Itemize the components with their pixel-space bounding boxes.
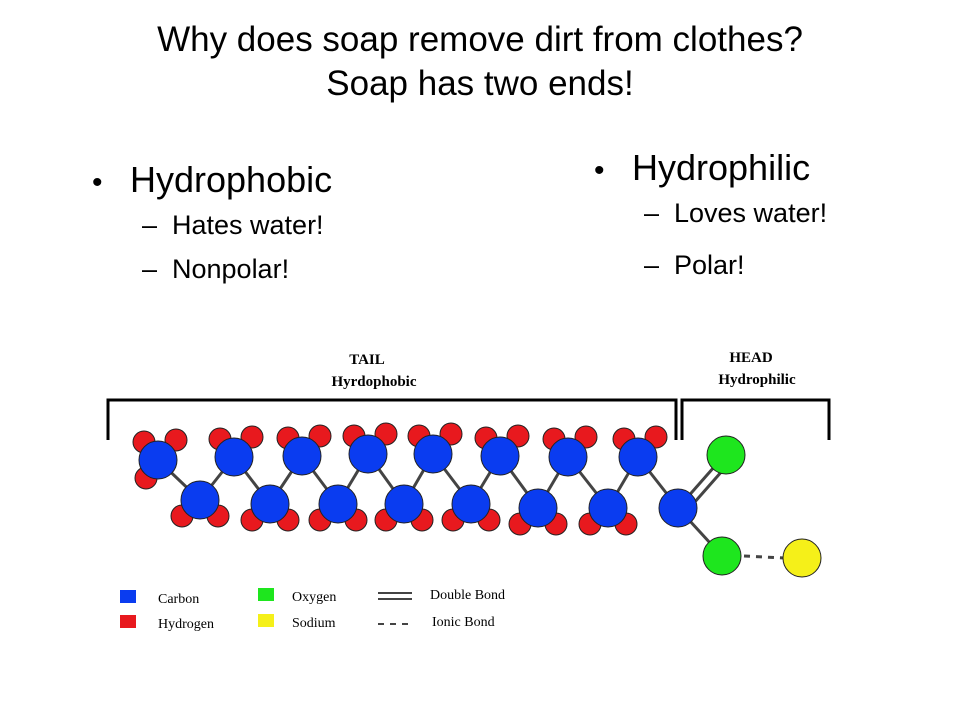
carbon-atom	[588, 488, 628, 528]
carbon-atom	[138, 440, 178, 480]
hydrophobic-heading: Hydrophobic	[130, 159, 333, 200]
dash-icon: –	[644, 198, 660, 228]
carbon-atom	[214, 437, 254, 477]
slide-title: Why does soap remove dirt from clothes? …	[0, 18, 960, 106]
hydrophilic-column: • Hydrophilic – Loves water! – Polar!	[594, 146, 827, 285]
head-bracket	[680, 398, 831, 440]
bullet-icon: •	[92, 166, 103, 199]
hydrophobic-point-2: Nonpolar!	[172, 254, 290, 284]
title-line-2: Soap has two ends!	[326, 64, 634, 103]
legend-ionic-bond-label: Ionic Bond	[432, 615, 495, 630]
legend-oxygen-swatch	[258, 588, 274, 601]
carbon-atom	[250, 484, 290, 524]
carbon-atom	[658, 488, 698, 528]
carbon-atom	[318, 484, 358, 524]
carbon-atom	[348, 434, 388, 474]
carbon-atom	[413, 434, 453, 474]
carbon-atom	[384, 484, 424, 524]
legend-carbon-swatch	[120, 590, 136, 603]
hydrophilic-point-2: Polar!	[674, 250, 745, 280]
oxygen-atom	[702, 536, 742, 576]
hydrophobic-column: • Hydrophobic – Hates water! – Nonpolar!	[92, 158, 332, 289]
legend-oxygen-label: Oxygen	[292, 590, 336, 605]
legend-sodium-swatch	[258, 614, 274, 627]
carbon-atom	[451, 484, 491, 524]
ionic-bond	[743, 554, 785, 560]
hydrophilic-point-1: Loves water!	[674, 198, 828, 228]
carbon-atom	[548, 437, 588, 477]
legend: Carbon Hydrogen Oxygen Sodium Double Bon…	[120, 588, 505, 632]
dash-icon: –	[644, 250, 660, 280]
bullet-icon: •	[594, 154, 605, 187]
tail-label: TAIL	[349, 352, 385, 368]
head-label: HEAD	[729, 350, 773, 366]
hydrophobic-point-1: Hates water!	[172, 210, 324, 240]
carbon-atom	[518, 488, 558, 528]
carbon-atom	[180, 480, 220, 520]
legend-double-bond-label: Double Bond	[430, 588, 505, 603]
carbon-atom	[618, 437, 658, 477]
oxygen-atom	[706, 435, 746, 475]
dash-icon: –	[142, 210, 158, 240]
legend-hydrogen-label: Hydrogen	[158, 617, 214, 632]
legend-hydrogen-swatch	[120, 615, 136, 628]
dash-icon: –	[142, 254, 158, 284]
hydrophilic-heading: Hydrophilic	[632, 147, 811, 188]
molecule-atoms	[132, 422, 822, 578]
carbon-atom	[282, 436, 322, 476]
legend-carbon-label: Carbon	[158, 592, 199, 607]
carbon-atom	[480, 436, 520, 476]
tail-sublabel: Hyrdophobic	[331, 374, 416, 390]
legend-sodium-label: Sodium	[292, 616, 336, 631]
head-sublabel: Hydrophilic	[718, 372, 796, 388]
tail-bracket	[106, 398, 678, 440]
title-line-1: Why does soap remove dirt from clothes?	[157, 20, 803, 59]
sodium-atom	[782, 538, 822, 578]
